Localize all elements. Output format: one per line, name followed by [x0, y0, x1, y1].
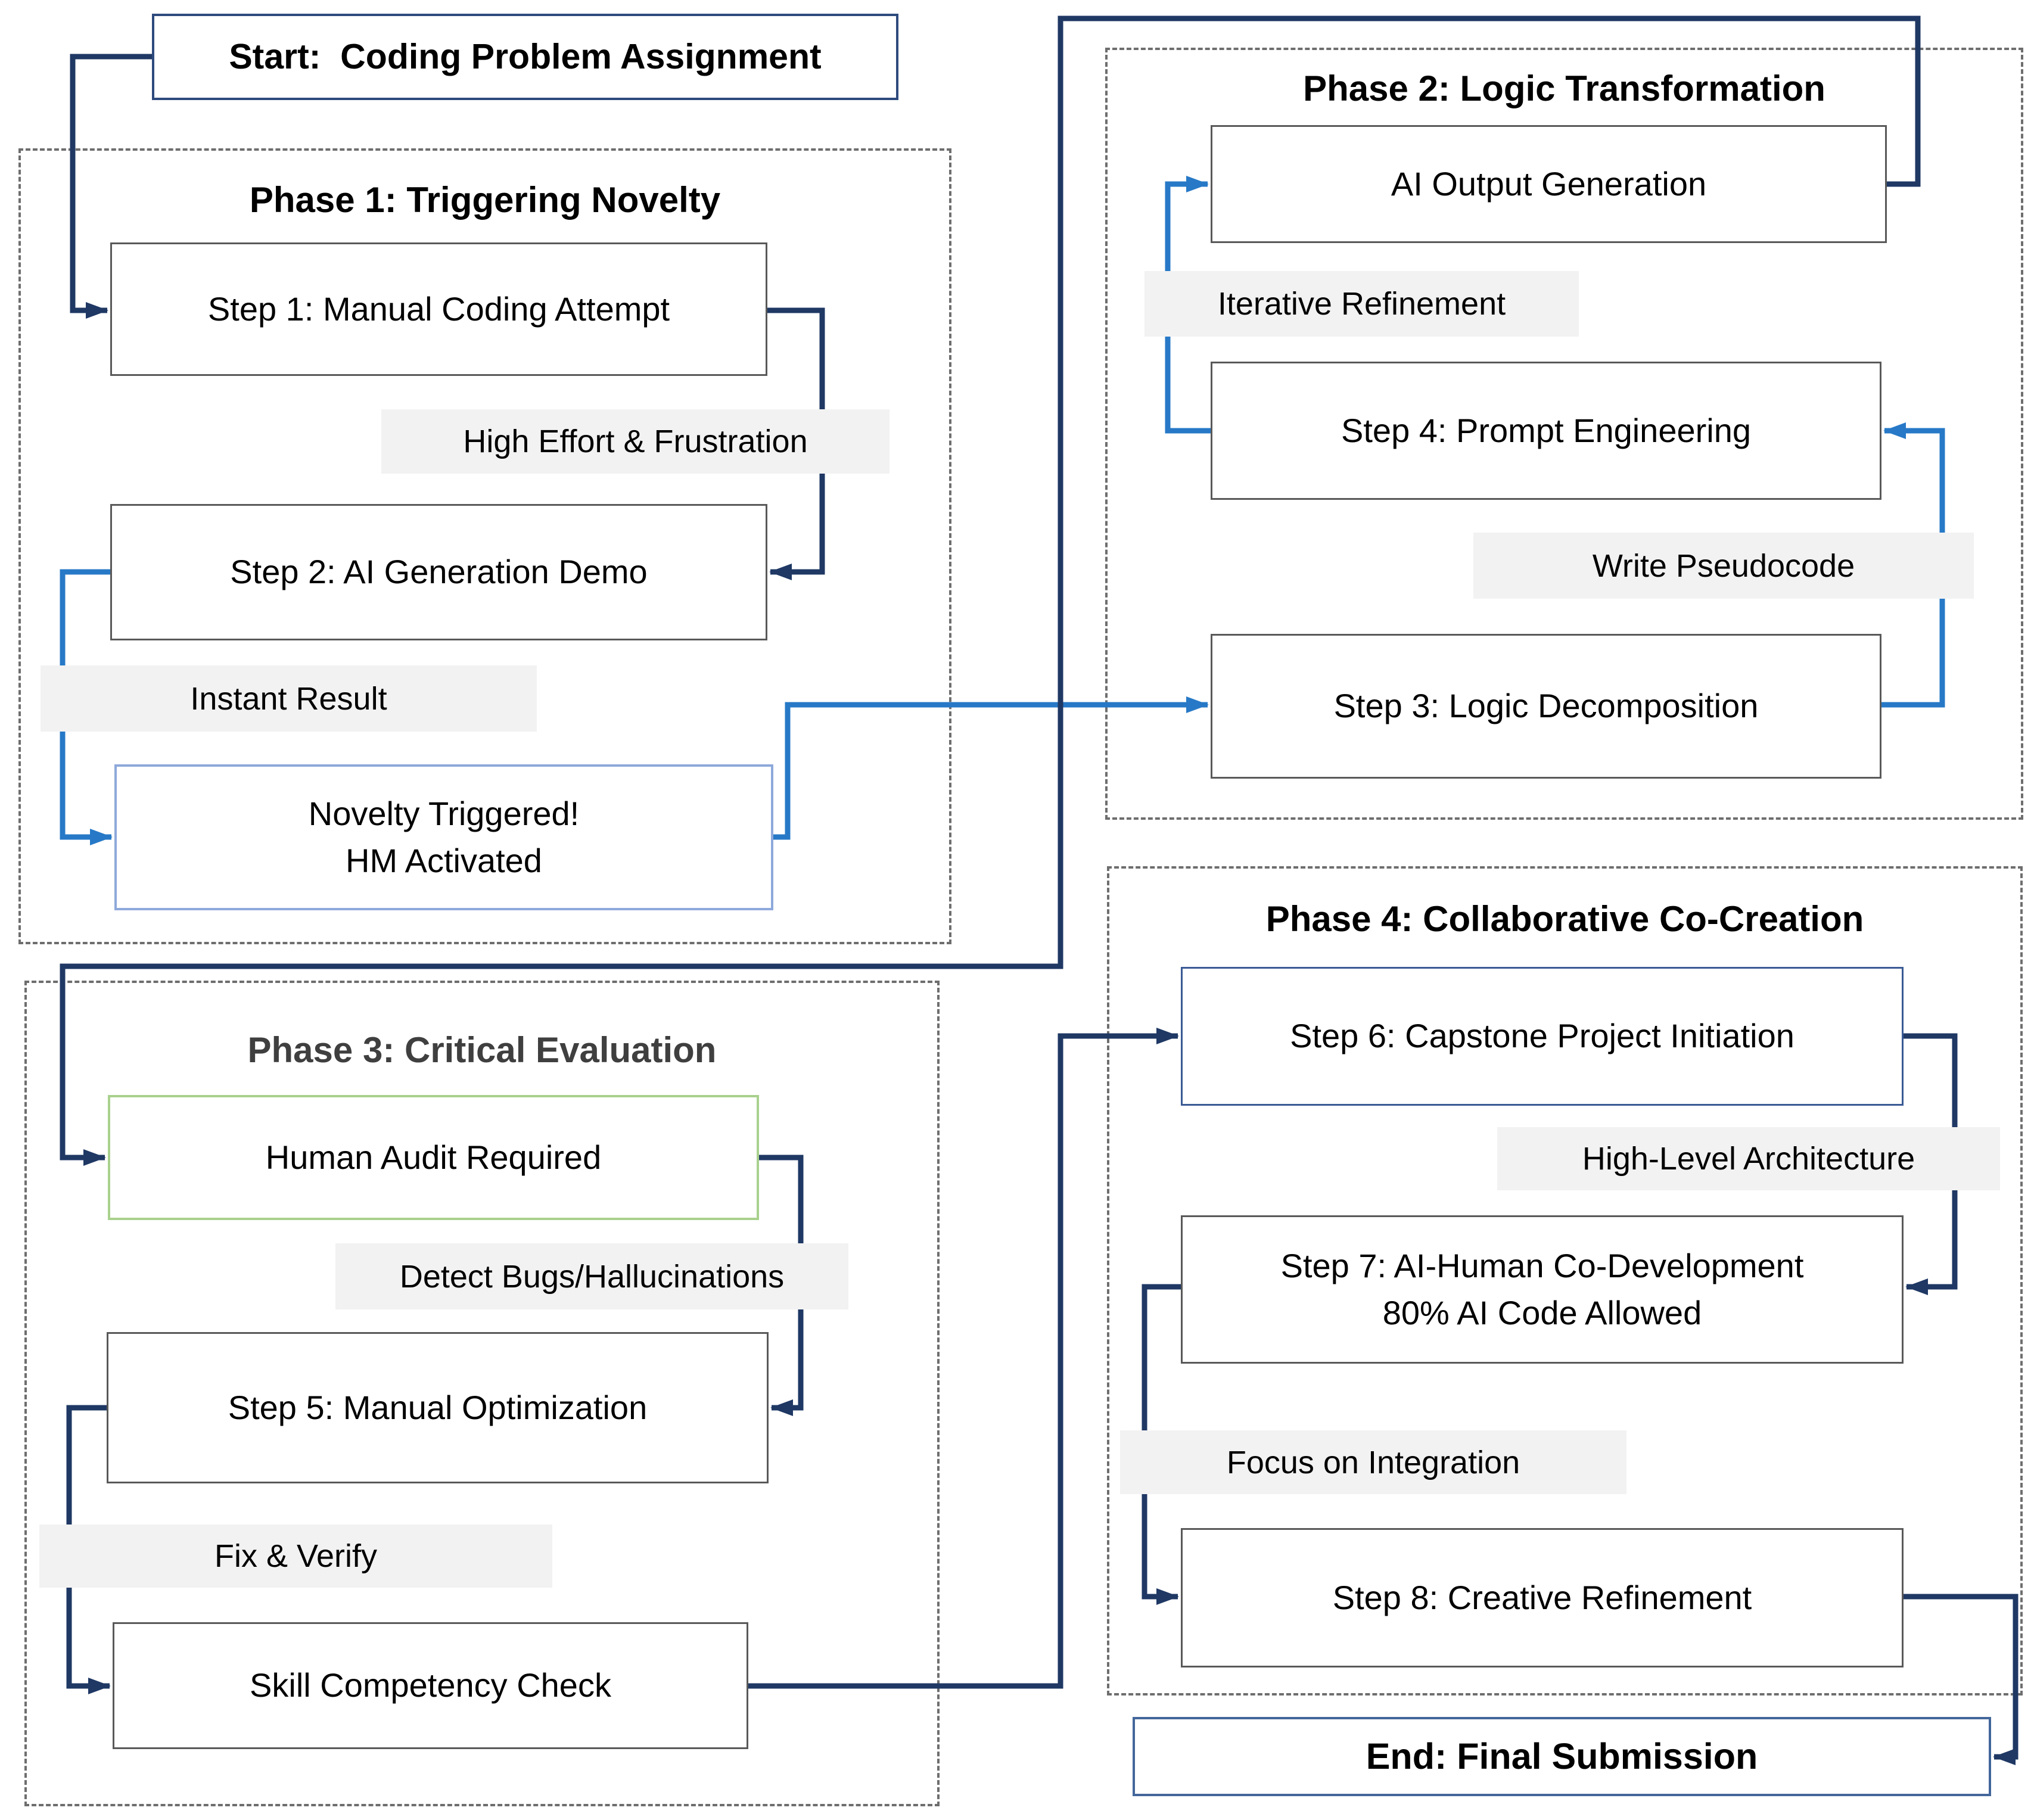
edge-label-write-pseudocode: Write Pseudocode: [1473, 533, 1974, 599]
end-node: End: Final Submission: [1133, 1717, 1991, 1796]
step6-node-label: Step 6: Capstone Project Initiation: [1290, 1017, 1794, 1055]
connector-step8-to-end: [1904, 1594, 2019, 1765]
edge-label-fix-verify: Fix & Verify: [39, 1525, 552, 1588]
edge-label-high-effort: High Effort & Frustration: [381, 409, 890, 474]
edge-label-iterative-refinement: Iterative Refinement: [1144, 271, 1579, 337]
step7-node-line2: 80% AI Code Allowed: [1382, 1293, 1702, 1331]
step1-node-label: Step 1: Manual Coding Attempt: [207, 290, 670, 328]
step5-node-label: Step 5: Manual Optimization: [228, 1388, 648, 1426]
edge-label-detect-bugs: Detect Bugs/Hallucinations: [335, 1243, 848, 1309]
step2-node-label: Step 2: AI Generation Demo: [230, 553, 648, 591]
connector-aioutput-to-humanaudit: [60, 15, 1921, 1166]
step7-node: Step 7: AI-Human Co-Development 80% AI C…: [1181, 1215, 1904, 1364]
ai-output-node: AI Output Generation: [1211, 125, 1887, 243]
skill-check-node-label: Skill Competency Check: [250, 1666, 611, 1704]
end-node-label: End: Final Submission: [1366, 1735, 1758, 1777]
connector-skillcheck-to-step6: [748, 1028, 1179, 1689]
human-audit-node-label: Human Audit Required: [265, 1138, 602, 1176]
step8-node: Step 8: Creative Refinement: [1181, 1528, 1904, 1667]
skill-check-node: Skill Competency Check: [113, 1622, 748, 1749]
phase3-title: Phase 3: Critical Evaluation: [247, 1030, 717, 1070]
human-audit-node: Human Audit Required: [108, 1095, 759, 1220]
step4-node-label: Step 4: Prompt Engineering: [1341, 411, 1751, 449]
edge-label-instant-result: Instant Result: [41, 665, 537, 732]
novelty-node-line2: HM Activated: [346, 841, 542, 879]
phase1-container: Phase 1: Triggering Novelty: [18, 148, 951, 944]
step7-node-line1: Step 7: AI-Human Co-Development: [1280, 1247, 1804, 1285]
novelty-node: Novelty Triggered! HM Activated: [114, 764, 773, 910]
phase3-container: Phase 3: Critical Evaluation: [24, 981, 940, 1806]
ai-output-node-label: AI Output Generation: [1391, 164, 1707, 203]
connector-start-to-step1: [70, 54, 152, 319]
edge-label-focus-on-integration: Focus on Integration: [1120, 1430, 1626, 1494]
phase4-container: Phase 4: Collaborative Co-Creation: [1107, 866, 2023, 1695]
phase4-title: Phase 4: Collaborative Co-Creation: [1265, 899, 1864, 939]
novelty-node-line1: Novelty Triggered!: [308, 795, 580, 833]
start-node: Start: Coding Problem Assignment: [152, 14, 898, 100]
start-node-label: Start: Coding Problem Assignment: [229, 37, 822, 77]
step6-node: Step 6: Capstone Project Initiation: [1181, 967, 1904, 1106]
step8-node-label: Step 8: Creative Refinement: [1332, 1578, 1752, 1616]
step3-node-label: Step 3: Logic Decomposition: [1333, 687, 1759, 725]
step1-node: Step 1: Manual Coding Attempt: [110, 242, 767, 376]
step3-node: Step 3: Logic Decomposition: [1211, 634, 1881, 779]
phase2-container: Phase 2: Logic Transformation: [1105, 48, 2023, 820]
phase1-title: Phase 1: Triggering Novelty: [249, 180, 721, 220]
phase2-title: Phase 2: Logic Transformation: [1303, 69, 1825, 108]
edge-label-high-level-architecture: High-Level Architecture: [1497, 1127, 2000, 1190]
step5-node: Step 5: Manual Optimization: [107, 1332, 769, 1483]
connector-novelty-to-step3: [773, 696, 1209, 840]
step2-node: Step 2: AI Generation Demo: [110, 504, 767, 640]
step4-node: Step 4: Prompt Engineering: [1211, 362, 1881, 500]
